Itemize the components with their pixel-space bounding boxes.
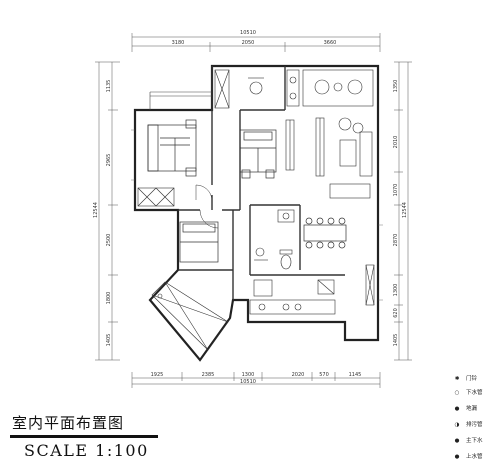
drawing-title: 室内平面布置图 xyxy=(12,414,125,432)
living-side-cabinet xyxy=(365,264,375,306)
bottom-dim-4: 2020 xyxy=(292,372,305,378)
bottom-dim-1: 1925 xyxy=(151,372,164,378)
left-dim-3: 2500 xyxy=(106,234,112,247)
right-dim-1: 1350 xyxy=(393,80,399,93)
legend-label-5: 主下水 xyxy=(466,436,483,444)
bottom-dimension-lines xyxy=(131,372,381,388)
left-total-dim: 12544 xyxy=(93,202,99,218)
second-bedroom-wardrobe xyxy=(285,119,295,171)
right-dim-3: 1070 xyxy=(393,184,399,197)
dining-sideboard xyxy=(329,183,371,199)
bathroom-top xyxy=(286,69,300,107)
legend-symbol-6: ● xyxy=(455,454,460,460)
sofa-set xyxy=(338,117,373,177)
left-dim-4: 1800 xyxy=(106,292,112,305)
legend-label-3: 地漏 xyxy=(466,404,478,412)
bottom-dim-5: 570 xyxy=(319,372,329,378)
legend-symbol-2: ○ xyxy=(455,390,460,396)
right-dim-6: 620 xyxy=(393,308,399,318)
right-dim-7: 1405 xyxy=(393,334,399,347)
dressing-cabinet xyxy=(214,69,230,109)
windows xyxy=(131,129,383,301)
top-dimension-lines xyxy=(131,33,381,52)
legend-symbol-5: ● xyxy=(455,438,460,444)
bottom-dim-6: 1145 xyxy=(349,372,362,378)
top-total-dim: 10510 xyxy=(240,30,256,36)
master-bed xyxy=(147,119,197,177)
master-bedroom-door xyxy=(195,184,213,201)
second-bed xyxy=(239,129,277,179)
right-dimension-lines xyxy=(394,61,412,361)
master-wardrobe xyxy=(137,187,175,207)
interior-walls xyxy=(178,66,345,300)
legend-label-6: 上水管 xyxy=(466,452,483,460)
living-tv-cabinet xyxy=(315,117,325,177)
legend-label-4: 排污管 xyxy=(466,420,483,428)
left-balcony-rail xyxy=(149,91,212,110)
bottom-dim-2: 2385 xyxy=(202,372,215,378)
legend: ✱ 门铃 ○ 下水管 ● 地漏 ◑ 排污管 ● 主下水 ● 上水管 xyxy=(455,374,483,460)
angled-wardrobe xyxy=(151,281,229,351)
right-dim-4: 2870 xyxy=(393,234,399,247)
bathroom-fixtures xyxy=(254,209,295,270)
balcony-chairs xyxy=(302,69,374,107)
bottom-dim-3: 1300 xyxy=(242,372,255,378)
title-underline xyxy=(10,435,158,438)
left-dim-2: 2965 xyxy=(106,154,112,167)
legend-label-2: 下水管 xyxy=(466,388,483,396)
right-dim-2: 2010 xyxy=(393,136,399,149)
legend-symbol-3: ● xyxy=(455,406,460,412)
left-dimension-lines xyxy=(95,61,120,361)
bottom-total-dim: 10510 xyxy=(240,379,256,385)
legend-symbol-4: ◑ xyxy=(455,422,460,428)
dining-table xyxy=(303,217,347,249)
left-dim-5: 1405 xyxy=(106,334,112,347)
top-dim-3: 3660 xyxy=(324,40,337,46)
right-dim-5: 1300 xyxy=(393,284,399,297)
left-dim-1: 1135 xyxy=(106,80,112,93)
top-dim-1: 3180 xyxy=(172,40,185,46)
legend-label-1: 门铃 xyxy=(466,374,478,382)
study-chair xyxy=(248,77,264,95)
kitchen-counter xyxy=(249,279,336,315)
right-total-dim: 12544 xyxy=(402,202,408,218)
third-bed xyxy=(179,221,219,263)
exterior-walls xyxy=(133,64,380,362)
drawing-scale: SCALE 1:100 xyxy=(24,441,149,460)
top-dim-2: 2050 xyxy=(242,40,255,46)
legend-symbol-1: ✱ xyxy=(455,375,460,382)
third-bedroom-door xyxy=(199,209,219,229)
